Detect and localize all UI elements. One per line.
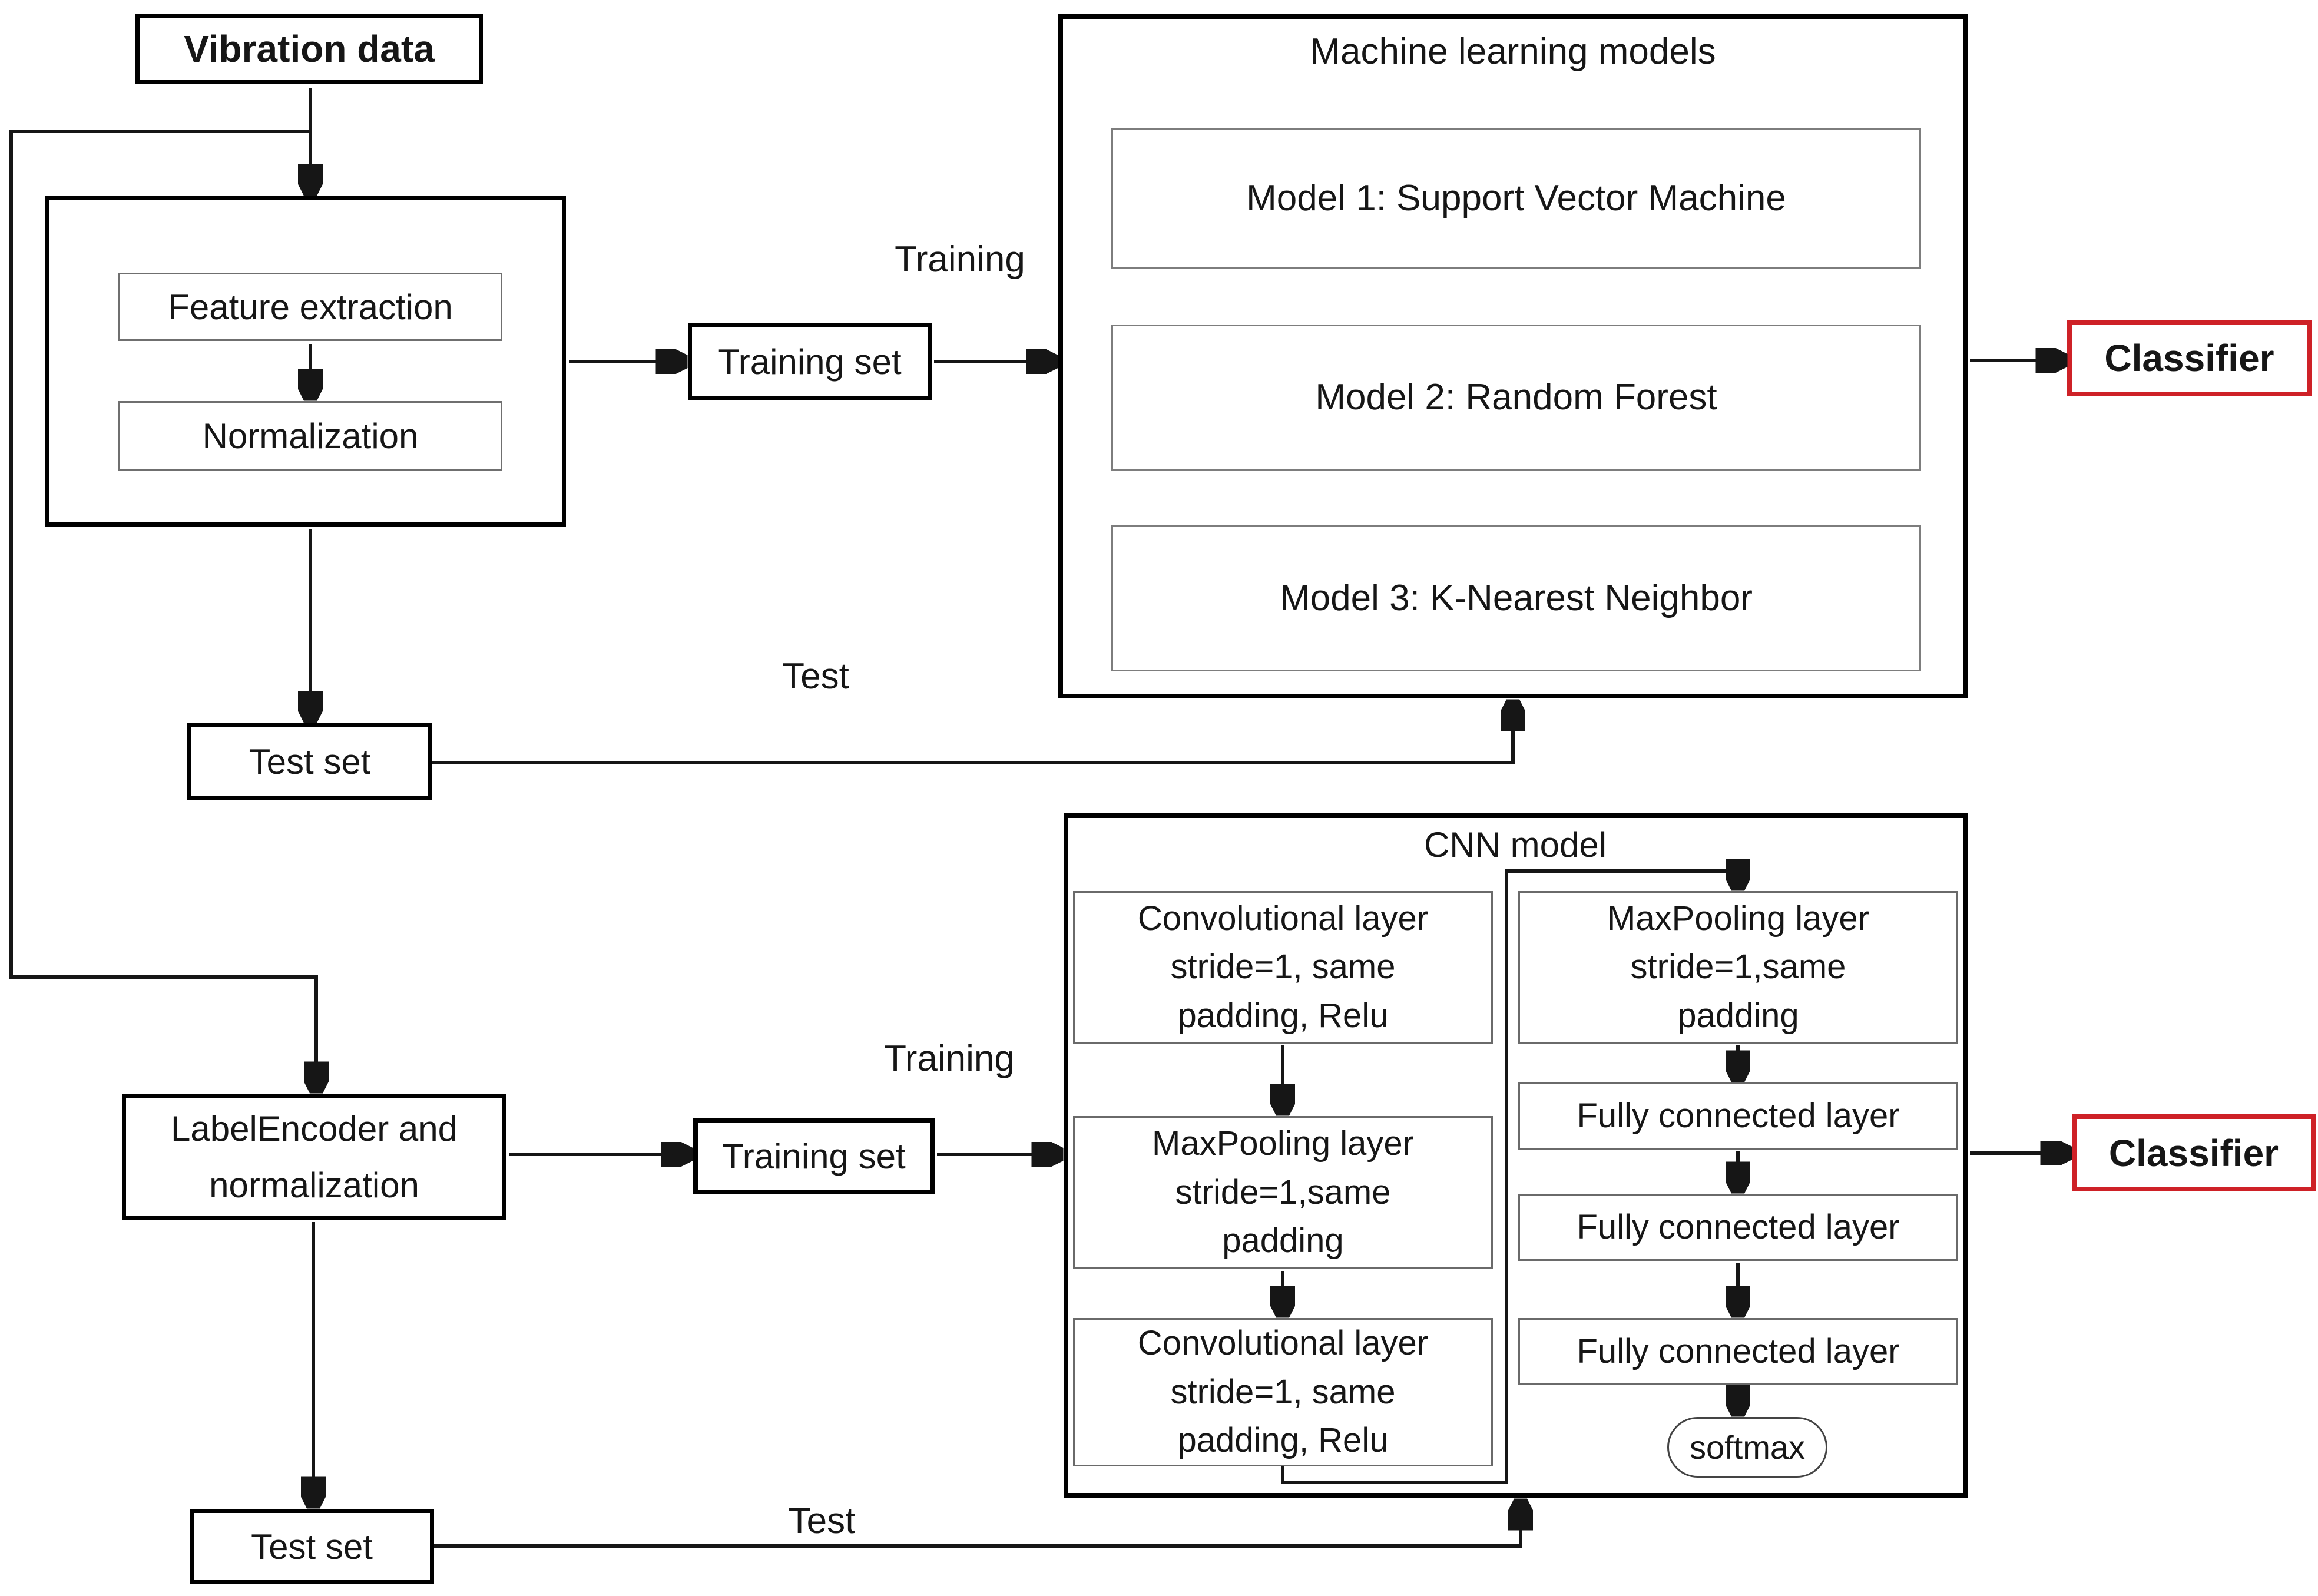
cnn-model-title: CNN model	[1423, 825, 1607, 865]
training-set-top-node: Training set	[688, 323, 932, 400]
model-2-random-forest-node: Model 2: Random Forest	[1111, 325, 1921, 471]
test-label-bottom: Test	[788, 1500, 856, 1541]
model-3-knn-node: Model 3: K-Nearest Neighbor	[1111, 525, 1921, 671]
vibration-data-node: Vibration data	[135, 14, 483, 84]
test-set-top-node: Test set	[187, 723, 432, 800]
edge-testset-top-to-ml-bottom	[432, 708, 1513, 764]
preprocess-container-box	[45, 196, 566, 527]
fully-connected-1-node: Fully connected layer	[1518, 1082, 1958, 1150]
maxpool-left-node: MaxPooling layer stride=1,same padding	[1073, 1116, 1493, 1269]
machine-learning-models-title: Machine learning models	[1310, 31, 1716, 72]
maxpool-right-node: MaxPooling layer stride=1,same padding	[1518, 891, 1958, 1044]
classifier-bottom-node: Classifier	[2072, 1114, 2316, 1191]
fully-connected-2-node: Fully connected layer	[1518, 1194, 1958, 1261]
training-label-bottom: Training	[884, 1038, 1015, 1079]
fully-connected-3-node: Fully connected layer	[1518, 1318, 1958, 1385]
classifier-top-node: Classifier	[2067, 320, 2312, 396]
conv-layer-2-node: Convolutional layer stride=1, same paddi…	[1073, 1318, 1493, 1466]
model-1-svm-node: Model 1: Support Vector Machine	[1111, 128, 1921, 269]
softmax-node: softmax	[1667, 1417, 1827, 1478]
test-label-top: Test	[782, 655, 849, 697]
label-encoder-node: LabelEncoder and normalization	[122, 1094, 506, 1220]
training-set-bottom-node: Training set	[693, 1118, 935, 1194]
edge-testset-bottom-to-cnn-bottom	[434, 1507, 1521, 1548]
training-label-top: Training	[895, 239, 1025, 280]
conv-layer-1-node: Convolutional layer stride=1, same paddi…	[1073, 891, 1493, 1044]
feature-extraction-node: Feature extraction	[118, 273, 502, 341]
normalization-node: Normalization	[118, 401, 502, 471]
test-set-bottom-node: Test set	[190, 1509, 434, 1584]
